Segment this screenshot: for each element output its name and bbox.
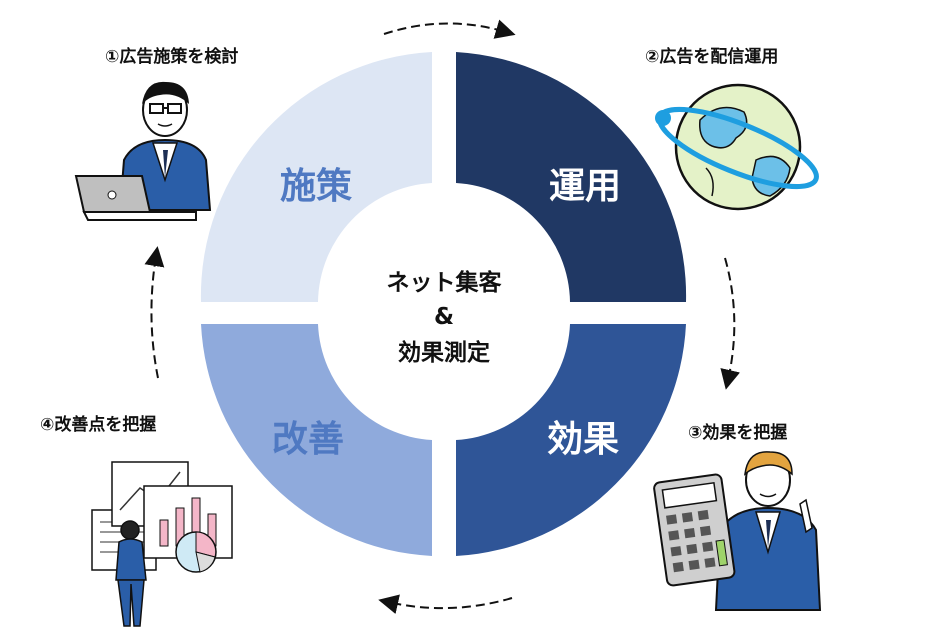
quadrant-label-kaizen: 改善 <box>272 419 344 460</box>
arrow-top-icon <box>383 19 516 39</box>
globe-icon <box>655 83 819 211</box>
arrow-right-icon <box>720 257 740 390</box>
businessman-laptop-icon <box>74 81 212 221</box>
quadrant-label-shisaku: 施策 <box>280 166 352 207</box>
step-label-4: ④改善点を把握 <box>40 415 157 435</box>
step-label-1: ①広告施策を検討 <box>105 47 239 67</box>
center-title-line3: 効果測定 <box>398 339 490 366</box>
quadrant-shisaku <box>200 52 432 302</box>
quadrant-unyou <box>456 52 687 302</box>
businessman-charts-icon <box>91 461 233 627</box>
businessman-calculator-icon <box>653 451 822 611</box>
arrow-left-icon <box>144 246 165 379</box>
step-label-2: ②広告を配信運用 <box>645 47 779 67</box>
step-label-3: ③効果を把握 <box>688 423 788 443</box>
arrow-bottom-icon <box>378 594 513 614</box>
quadrant-label-kouka: 効果 <box>547 419 619 460</box>
quadrant-kouka <box>456 324 686 556</box>
center-title-line1: ネット集客 <box>387 269 503 296</box>
quadrant-kaizen <box>201 324 432 556</box>
center-title-line2: & <box>434 304 454 330</box>
quadrant-label-unyou: 運用 <box>549 166 621 207</box>
